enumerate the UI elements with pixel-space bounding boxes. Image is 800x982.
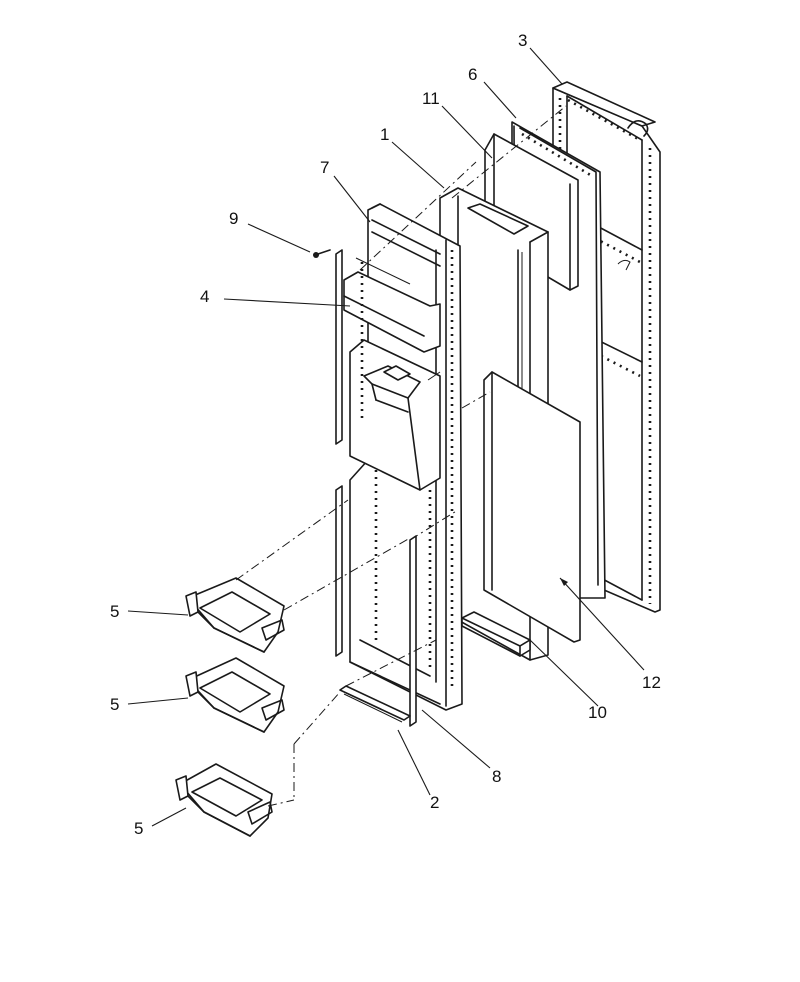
door-frame-assembly xyxy=(343,203,463,711)
screw xyxy=(313,249,331,258)
leader-lines xyxy=(127,47,645,827)
callout-9: 9 xyxy=(229,209,238,228)
callout-11: 11 xyxy=(422,89,440,108)
callout-5-middle: 5 xyxy=(110,695,119,714)
callout-labels: 3 6 11 1 7 9 4 5 5 5 2 8 10 12 xyxy=(110,31,661,838)
callout-2: 2 xyxy=(430,793,439,812)
door-bin-middle xyxy=(185,657,285,733)
callout-1: 1 xyxy=(380,125,389,144)
assembly-lines xyxy=(235,105,567,807)
callout-8: 8 xyxy=(492,767,501,786)
door-bin-lower xyxy=(175,763,273,837)
side-rails xyxy=(335,249,417,727)
door-bin-upper xyxy=(185,577,285,653)
callout-12: 12 xyxy=(642,673,661,692)
callout-7: 7 xyxy=(320,158,329,177)
callout-6: 6 xyxy=(468,65,477,84)
callout-3: 3 xyxy=(518,31,527,50)
callout-5-lower: 5 xyxy=(134,819,143,838)
callout-4: 4 xyxy=(200,287,209,306)
callout-5-upper: 5 xyxy=(110,602,119,621)
callout-10: 10 xyxy=(588,703,607,722)
lower-panel xyxy=(483,371,581,643)
bottom-rail xyxy=(339,685,411,723)
